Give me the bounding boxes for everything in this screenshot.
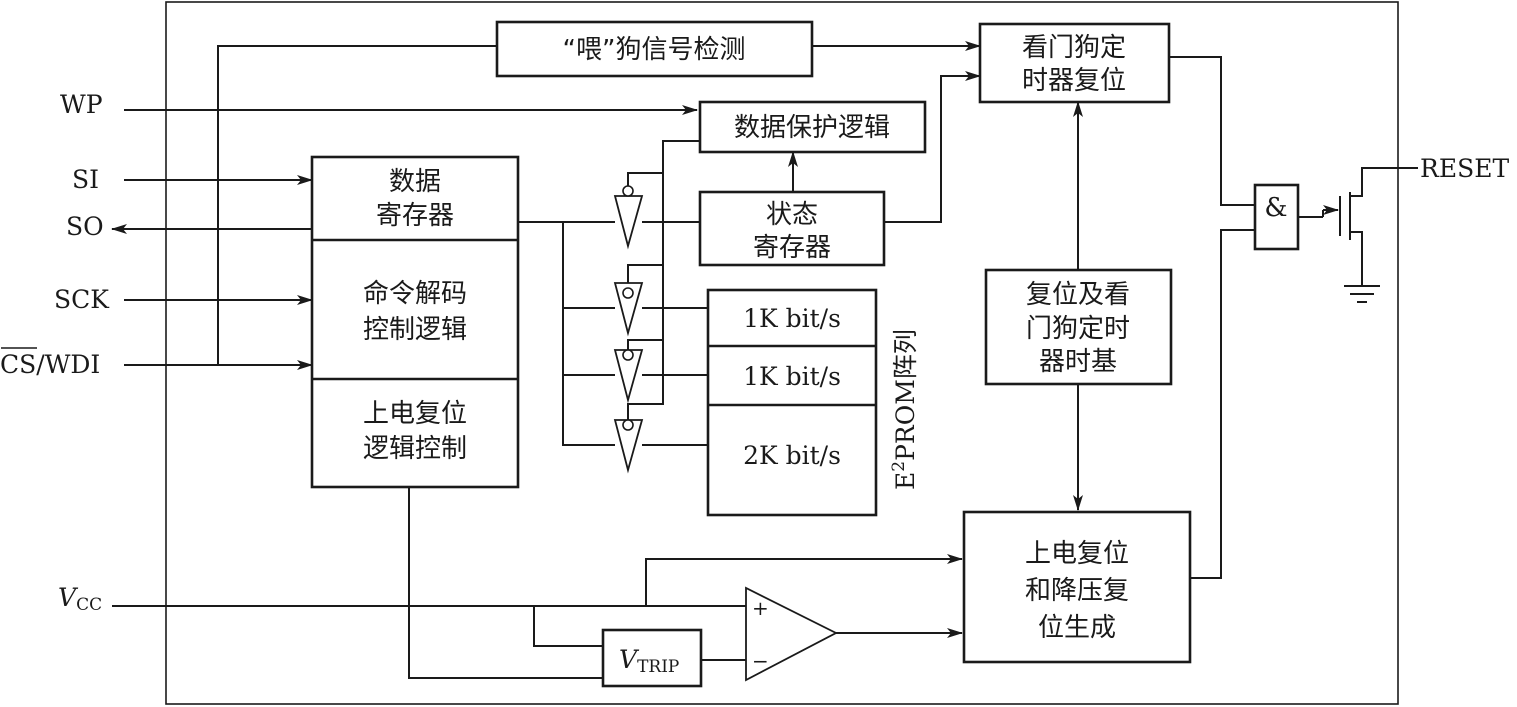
block-por-gen: 上电复位 和降压复 位生成 (962, 510, 1192, 664)
vtrip-label: VTRIP (619, 645, 679, 677)
block-feed-detect: “喂”狗信号检测 (495, 20, 814, 78)
pin-vcc: VCC (58, 583, 102, 615)
block-vtrip: VTRIP (601, 628, 703, 688)
buffer-2-bubble (622, 287, 634, 299)
buffer-3-bubble (622, 349, 634, 361)
comparator: + − (745, 586, 838, 682)
pin-sck: SCK (54, 285, 110, 314)
pin-reset: RESET (1420, 154, 1509, 183)
block-status-reg: 状态 寄存器 (698, 190, 886, 267)
pin-so: SO (66, 212, 104, 241)
eeprom-cell-1: 1K bit/s (743, 304, 841, 333)
cmd-decode-label-2: 控制逻辑 (363, 315, 467, 345)
timebase-label-2: 门狗定时 (1026, 314, 1130, 344)
eeprom-cell-2: 1K bit/s (743, 362, 841, 391)
status-reg-label-2: 寄存器 (753, 233, 831, 263)
por-logic-label-1: 上电复位 (363, 399, 467, 429)
pin-cs-wdi: CS/WDI (0, 350, 100, 379)
comparator-minus: − (752, 649, 769, 673)
pin-wp: WP (60, 90, 103, 119)
tristate-buffers (613, 185, 644, 474)
por-logic-label-2: 逻辑控制 (363, 434, 467, 464)
pin-labels: WP SI SO SCK CS/WDI VCC RESET (0, 90, 1509, 615)
timebase-label-1: 复位及看 (1026, 280, 1130, 310)
feed-detect-label: “喂”狗信号检测 (563, 35, 746, 65)
status-reg-label-1: 状态 (766, 200, 818, 230)
buffer-1-bubble (622, 185, 634, 197)
buffer-4-bubble (622, 419, 634, 431)
cmd-decode-label-1: 命令解码 (363, 279, 467, 309)
block-control: 数据 寄存器 命令解码 控制逻辑 上电复位 逻辑控制 (310, 155, 520, 489)
por-gen-label-1: 上电复位 (1025, 539, 1129, 569)
and-gate-symbol: & (1264, 193, 1287, 223)
block-timebase: 复位及看 门狗定时 器时基 (984, 268, 1173, 386)
wdt-reset-label-1: 看门狗定 (1022, 33, 1126, 63)
por-gen-label-3: 位生成 (1038, 613, 1116, 643)
block-eeprom: 1K bit/s 1K bit/s 2K bit/s E2PROM阵列 (706, 288, 920, 517)
chip-frame (165, 1, 1399, 705)
eeprom-array-label: E2PROM阵列 (889, 329, 920, 490)
and-gate: & (1253, 183, 1300, 251)
wdt-reset-label-2: 时器复位 (1022, 66, 1126, 96)
buffer-2 (613, 282, 644, 337)
comparator-plus: + (752, 596, 769, 620)
pin-si: SI (72, 165, 99, 194)
data-reg-label-1: 数据 (389, 167, 441, 197)
data-protect-label: 数据保护逻辑 (734, 113, 890, 143)
timebase-label-3: 器时基 (1039, 347, 1117, 377)
block-data-protect: 数据保护逻辑 (698, 100, 927, 154)
wires (111, 41, 1418, 679)
por-gen-label-2: 和降压复 (1025, 576, 1129, 606)
eeprom-cell-3: 2K bit/s (743, 441, 841, 470)
data-reg-label-2: 寄存器 (376, 201, 454, 231)
buffer-1 (613, 195, 644, 250)
block-wdt-reset: 看门狗定 时器复位 (978, 22, 1171, 104)
